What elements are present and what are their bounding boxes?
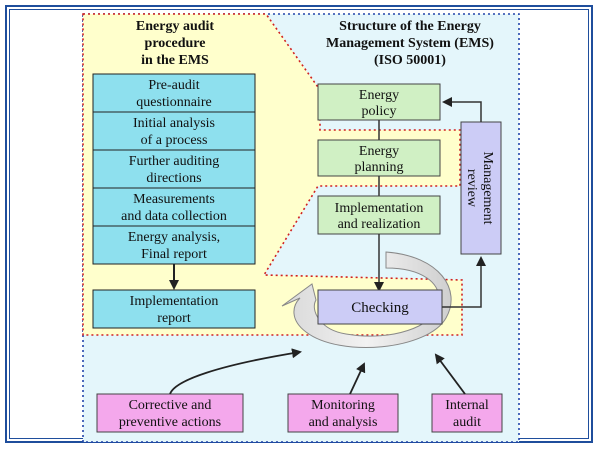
energy-planning-box xyxy=(317,139,441,177)
corrective-to-cycle-arrow xyxy=(169,348,302,395)
monitoring-line-1: Monitoring xyxy=(311,398,375,413)
right-title-line-1: Structure of the Energy xyxy=(339,19,481,34)
audit-step-5-box xyxy=(92,225,256,265)
left-title-line-3: in the EMS xyxy=(141,53,209,68)
right-title-line-2: Management System (EMS) xyxy=(326,36,494,51)
left-title-line-2: procedure xyxy=(145,36,206,51)
monitoring-box xyxy=(287,393,399,433)
audit-steps-stack: Pre-audit questionnaire Initial analysis… xyxy=(92,73,256,265)
audit-step-3-box xyxy=(92,149,256,189)
internal-audit-line-1: Internal xyxy=(445,398,489,413)
audit-step-3-line-2: directions xyxy=(146,171,201,186)
monitoring-line-2: and analysis xyxy=(309,415,378,430)
audit-step-5-line-2: Final report xyxy=(141,247,207,262)
management-review-line-1: Management xyxy=(480,151,495,224)
right-title-line-3: (ISO 50001) xyxy=(374,53,446,68)
audit-step-1-line-2: questionnaire xyxy=(136,95,211,110)
audit-step-2-line-2: of a process xyxy=(141,133,208,148)
corrective-line-2: preventive actions xyxy=(119,415,221,430)
implementation-report-line-1: Implementation xyxy=(130,294,219,309)
management-review-line-2: review xyxy=(464,169,479,208)
checking-box xyxy=(317,289,443,325)
audit-step-5-line-1: Energy analysis, xyxy=(128,230,220,245)
checking-to-review-arrow xyxy=(442,256,486,308)
corrective-actions-box xyxy=(96,393,244,433)
review-to-policy-arrow xyxy=(442,97,482,122)
implementation-box xyxy=(317,195,441,235)
energy-policy-line-1: Energy xyxy=(359,88,399,103)
energy-planning-line-1: Energy xyxy=(359,144,399,159)
audit-step-4-box xyxy=(92,187,256,227)
audit-step-4-line-1: Measurements xyxy=(133,192,215,207)
energy-planning-line-2: planning xyxy=(355,160,404,175)
energy-policy-line-2: policy xyxy=(362,104,397,119)
left-title-line-1: Energy audit xyxy=(136,19,215,34)
checking-label: Checking xyxy=(351,300,409,316)
implementation-report-box xyxy=(92,289,256,329)
internal-to-cycle-arrow xyxy=(434,353,466,395)
corrective-line-1: Corrective and xyxy=(129,398,212,413)
monitoring-to-cycle-arrow xyxy=(349,362,366,395)
implementation-line-1: Implementation xyxy=(335,201,424,216)
implementation-line-2: and realization xyxy=(338,217,421,232)
audit-step-1-line-1: Pre-audit xyxy=(148,78,199,93)
audit-step-4-line-2: and data collection xyxy=(121,209,227,224)
internal-audit-line-2: audit xyxy=(453,415,481,430)
audit-step-3-line-1: Further auditing xyxy=(129,154,220,169)
audit-step-2-line-1: Initial analysis xyxy=(133,116,215,131)
internal-audit-box xyxy=(431,393,503,433)
audit-step-1-box xyxy=(92,73,256,113)
implementation-report-line-2: report xyxy=(157,311,191,326)
audit-step-2-box xyxy=(92,111,256,151)
